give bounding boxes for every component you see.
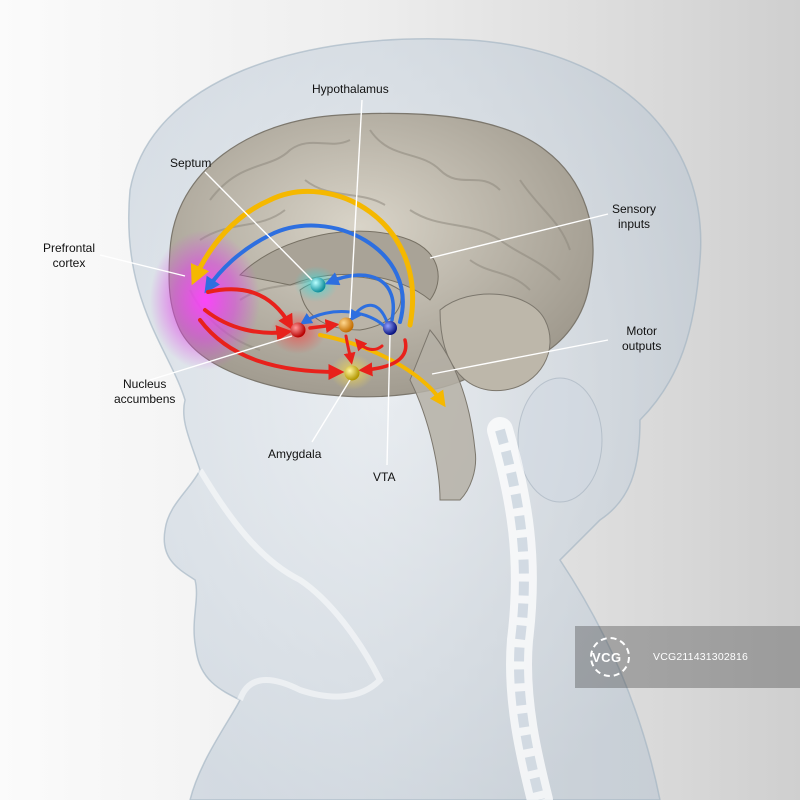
watermark-brand: VCG [592, 650, 622, 665]
prefrontal-glow [150, 230, 260, 370]
spine [487, 417, 553, 800]
blue-arrow-to-prefrontal [204, 223, 405, 324]
amygdala-node [344, 365, 360, 381]
septum-node [310, 277, 326, 293]
red-arrow-prefrontal-to-amygdala [198, 318, 345, 380]
red-arrow-vta-to-amygdala [358, 338, 408, 377]
watermark-logo-icon [590, 637, 630, 677]
leader-septum [204, 171, 313, 281]
yellow-arrow-to-motor [318, 333, 446, 408]
red-arrow-prefrontal-to-accumbens-1 [206, 287, 294, 331]
yellow-arrow-vta-to-prefrontal [190, 188, 415, 328]
leader-sensory [429, 213, 609, 259]
pathway-arrows [190, 188, 446, 408]
label-amygdala: Amygdala [268, 447, 322, 461]
blue-arrow-to-septum [324, 272, 396, 322]
leader-accumbens [149, 335, 293, 381]
label-hypothalamus: Hypothalamus [312, 82, 389, 96]
label-septum: Septum [170, 156, 212, 170]
red-arrow-accumbens-to-hypothalamus [308, 319, 340, 333]
watermark: VCG VCG211431302816 [575, 626, 800, 688]
leader-motor [431, 339, 609, 375]
leader-amygdala [311, 379, 351, 443]
hypothalamus-node [338, 317, 354, 333]
ear [517, 377, 603, 503]
red-arrow-hypothalamus-to-amygdala [343, 334, 356, 365]
face-shading [197, 468, 384, 702]
red-arrow-prefrontal-to-accumbens-2 [203, 308, 293, 342]
nucleus-accumbens-node [290, 322, 306, 338]
leader-hypothalamus [349, 99, 363, 319]
red-arrow-vta-to-hypothalamus [354, 338, 384, 352]
brainstem [409, 329, 477, 501]
label-vta: VTA [373, 470, 396, 484]
vta-node [383, 321, 397, 335]
leader-prefrontal [99, 254, 186, 277]
watermark-id: VCG211431302816 [653, 651, 749, 663]
leader-vta [386, 334, 391, 466]
label-leader-lines [99, 99, 609, 466]
blue-arrow-to-accumbens [299, 310, 388, 330]
